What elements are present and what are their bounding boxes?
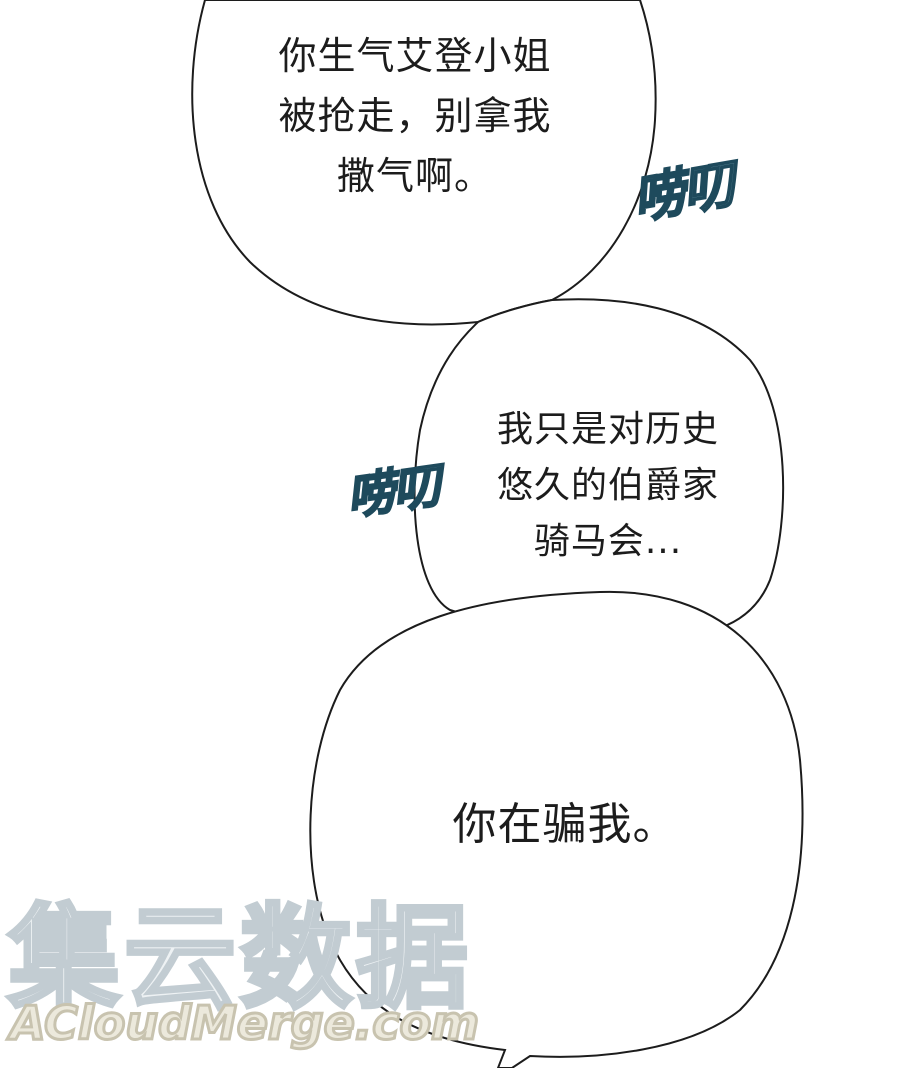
watermark-english: ACloudMerge.com <box>8 995 480 1052</box>
bubble-2-dialogue: 我只是对历史 悠久的伯爵家 骑马会... <box>496 409 719 562</box>
sound-effect-nagging-2: 唠叨 <box>342 457 443 527</box>
speech-bubble-3 <box>309 590 804 1068</box>
watermark-chinese: 集云数据 <box>6 892 472 1026</box>
bubble-1-dialogue: 你生气艾登小姐 被抢走，别拿我 撒气啊。 <box>278 34 552 198</box>
bubble-3-dialogue: 你在骗我。 <box>452 799 678 850</box>
